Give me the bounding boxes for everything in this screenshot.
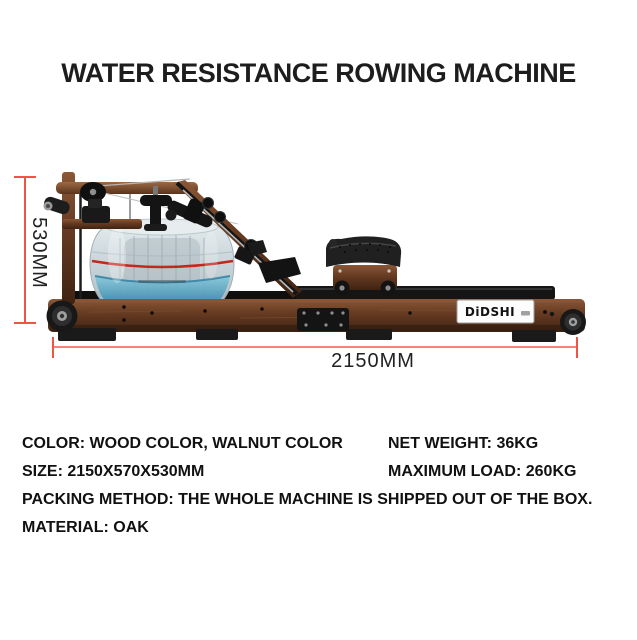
height-dimension-line bbox=[24, 177, 26, 323]
height-dimension-cap-top bbox=[14, 176, 36, 178]
spec-list: COLOR: WOOD COLOR, WALNUT COLOR NET WEIG… bbox=[22, 430, 616, 542]
flywheel-pulley bbox=[80, 182, 106, 202]
bungee-clamp bbox=[82, 206, 110, 223]
spec-net-weight: NET WEIGHT: 36KG bbox=[388, 435, 539, 452]
right-wheel bbox=[549, 309, 586, 335]
left-wheel bbox=[46, 300, 78, 332]
spec-size: SIZE: 2150X570X530MM bbox=[22, 463, 205, 480]
machine-seat bbox=[326, 236, 402, 296]
front-roller bbox=[44, 196, 70, 215]
spec-packing-method: PACKING METHOD: THE WHOLE MACHINE IS SHI… bbox=[22, 491, 593, 508]
spec-material: MATERIAL: OAK bbox=[22, 519, 149, 536]
machine-handle bbox=[165, 198, 213, 228]
length-dimension-label: 2150MM bbox=[331, 350, 415, 372]
tank-red-ring bbox=[91, 259, 234, 269]
seat-rollers bbox=[334, 280, 396, 296]
spec-row-3: PACKING METHOD: THE WHOLE MACHINE IS SHI… bbox=[22, 486, 616, 514]
length-dimension-cap-right bbox=[576, 337, 578, 358]
seat-cushion bbox=[326, 236, 402, 267]
spec-row-4: MATERIAL: OAK bbox=[22, 514, 616, 542]
spec-maximum-load: MAXIMUM LOAD: 260KG bbox=[388, 463, 577, 480]
spec-row-2: SIZE: 2150X570X530MM MAXIMUM LOAD: 260KG bbox=[22, 458, 616, 486]
product-title: WATER RESISTANCE ROWING MACHINE bbox=[61, 58, 576, 88]
seat-carriage bbox=[333, 265, 397, 290]
brand-label: DiDSHI bbox=[456, 299, 535, 324]
foot-pads bbox=[58, 328, 556, 342]
rowing-machine-illustration: DiDSHI bbox=[43, 172, 586, 342]
machine-footplate bbox=[247, 240, 301, 283]
spec-color: COLOR: WOOD COLOR, WALNUT COLOR bbox=[22, 435, 343, 452]
length-dimension-line bbox=[53, 346, 578, 348]
machine-diagonal-beam bbox=[165, 180, 302, 298]
water-tank bbox=[89, 218, 235, 310]
tank-hub bbox=[140, 186, 172, 231]
height-dimension-label: 530MM bbox=[28, 217, 50, 289]
spec-row-1: COLOR: WOOD COLOR, WALNUT COLOR NET WEIG… bbox=[22, 430, 616, 458]
pull-cable bbox=[97, 178, 191, 187]
connector-plate bbox=[297, 308, 349, 331]
length-dimension-cap-left bbox=[52, 337, 54, 358]
height-dimension-cap-bottom bbox=[14, 322, 36, 324]
brand-text: DiDSHI bbox=[465, 305, 515, 319]
